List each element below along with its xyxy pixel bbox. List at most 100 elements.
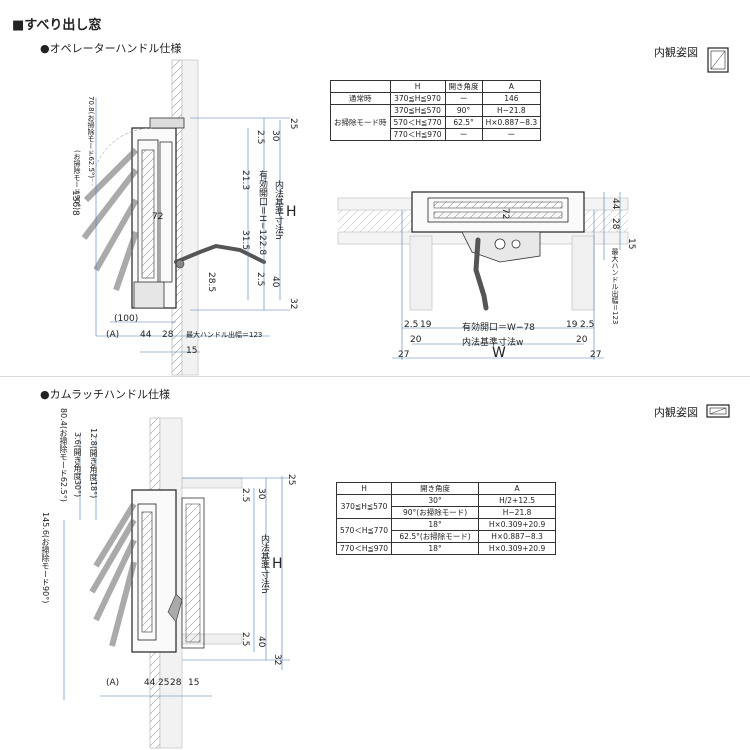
dim-2-5-b: 2.5 (580, 320, 595, 330)
table-cell: 770＜H≦970 (335, 542, 393, 555)
table-cell: H×0.887−8.3 (478, 530, 557, 543)
table-cell: H−21.8 (481, 104, 542, 117)
section-divider (0, 376, 750, 377)
dim-2-5-top: 2.5 (255, 130, 265, 145)
table-cell: 18° (391, 542, 480, 555)
dim-2-5-a: 2.5 (404, 320, 419, 330)
table-header-row: H 開き角度 A (335, 482, 557, 495)
label-H-cam: H (272, 556, 283, 572)
dim-44-cam: 44 (144, 678, 156, 688)
dim-2-5-top-cam: 2.5 (240, 488, 250, 503)
label-W: W (492, 345, 506, 361)
section1-heading: ●オペレーターハンドル仕様 (40, 42, 182, 55)
label-inner-dimension-h-cam: 内法基準寸法h (259, 534, 269, 594)
dim-72-left: 72 (152, 212, 164, 222)
dim-mode-625-cam: 80.4(お掃除モード62.5°) (59, 408, 68, 502)
dim-27-b: 27 (590, 350, 602, 360)
table-header-cell: 開き角度 (444, 80, 483, 93)
dim-28-right: 28 (610, 218, 620, 230)
table-cell: 90°(お掃除モード) (391, 506, 480, 519)
table-cell: 62.5° (444, 116, 483, 129)
section1-view-label: 内観姿図 (654, 46, 698, 59)
table-cell: H×0.309+20.9 (478, 542, 557, 555)
table-header-cell: 開き角度 (391, 482, 480, 495)
table-cell: 90° (444, 104, 483, 117)
dim-mode-90-cam: 145.6(お掃除モード90°) (41, 512, 50, 604)
table-row: お掃除モード時 370≦H≦570 90° H−21.8 (330, 104, 542, 141)
page-title: ■すべり出し窓 (12, 18, 102, 33)
table-cell: 30° (391, 494, 480, 507)
label-inner-dimension-w: 内法基準寸法w (462, 338, 524, 348)
dim-max-handle: 最大ハンドル出幅＝123 (186, 331, 263, 339)
table-header-cell: H (389, 80, 446, 93)
dim-open-18: 12.8(開き角度18°) (89, 428, 98, 499)
table-row: 370≦H≦570 30° H/2+12.5 (335, 494, 557, 519)
table-cell: 370≦H≦570 (389, 104, 446, 117)
dim-20-b: 20 (576, 335, 588, 345)
table-row: 570＜H≦770 18° H×0.309+20.9 (335, 518, 557, 543)
dim-28-cam: 28 (170, 678, 182, 688)
dim-100: (100) (114, 314, 139, 324)
table-cell: 570＜H≦770 (389, 116, 446, 129)
table-cell: ー (444, 92, 483, 105)
table-cell: H−21.8 (478, 506, 557, 519)
dim-a: (A) (106, 330, 120, 340)
table-row: 570＜H≦770 62.5° H×0.887−8.3 (331, 116, 542, 129)
section1-spec-table: H 開き角度 A 通常時 370≦H≦970 ー 146 お掃除モード時 370… (330, 80, 542, 141)
dim-open-30: 3.6(開き角度30°) (73, 432, 82, 498)
label-effective-opening-w: 有効開口＝W−78 (462, 323, 535, 333)
dim-15-right: 15 (626, 238, 636, 250)
dim-20-a: 20 (410, 335, 422, 345)
dim-mode-90: (お掃除モード90°) (73, 150, 81, 210)
table-row: 62.5°(お掃除モード) H×0.887−8.3 (337, 530, 557, 543)
section2-heading: ●カムラッチハンドル仕様 (40, 388, 171, 401)
table-cell: 146 (481, 92, 542, 105)
dim-32: 32 (288, 298, 298, 310)
table-cell: ー (481, 128, 542, 141)
table-row: 90°(お掃除モード) H−21.8 (337, 506, 557, 519)
table-row: 770＜H≦970 ー ー (331, 128, 542, 141)
table-cell: 18° (391, 518, 480, 531)
table-header-cell: A (478, 482, 557, 495)
table-cell: 370≦H≦970 (389, 92, 446, 105)
table-cell: 370≦H≦570 (335, 494, 393, 519)
dim-19-b: 19 (566, 320, 578, 330)
table-header-cell (330, 80, 391, 93)
table-cell: お掃除モード時 (330, 104, 391, 141)
dim-40: 40 (270, 276, 280, 288)
dim-21-3: 21.3 (240, 170, 250, 191)
table-cell: 62.5°(お掃除モード) (391, 530, 480, 543)
dim-mode-625: 70.8(お掃除モード62.5°) (87, 96, 95, 179)
table-cell: ー (444, 128, 483, 141)
table-cell: H/2+12.5 (478, 494, 557, 507)
table-header-cell: H (335, 482, 393, 495)
section2-spec-table: H 開き角度 A 370≦H≦570 30° H/2+12.5 90°(お掃除モ… (335, 482, 557, 555)
dim-28-5: 28.5 (206, 272, 216, 293)
dim-40-cam: 40 (256, 636, 266, 648)
dim-30-cam: 30 (256, 488, 266, 500)
table-cell: H×0.887−8.3 (481, 116, 542, 129)
table-header-row: H 開き角度 A (330, 80, 542, 93)
dim-72-right: 72 (500, 208, 510, 220)
section1-horizontal-section (337, 191, 629, 360)
dim-44-right: 44 (610, 198, 620, 210)
dim-15: 15 (186, 346, 198, 356)
dim-28: 28 (162, 330, 174, 340)
section2-view-label: 内観姿図 (654, 406, 698, 419)
dim-15-cam: 15 (188, 678, 200, 688)
table-cell: 770＜H≦970 (389, 128, 446, 141)
dim-32-cam: 32 (272, 654, 282, 666)
dim-2-5-bottom-cam: 2.5 (240, 632, 250, 647)
dim-25-cam: 25 (158, 678, 170, 688)
table-cell: 通常時 (330, 92, 391, 105)
dim-136-8: 136.8 (70, 190, 80, 216)
table-cell: 570＜H≦770 (335, 518, 393, 543)
dim-27-a: 27 (398, 350, 410, 360)
dim-44: 44 (140, 330, 152, 340)
dim-25-top-cam: 25 (286, 474, 296, 486)
window-elevation-icon (707, 47, 729, 73)
dim-max-handle-right: 最大ハンドル出幅＝123 (611, 248, 619, 325)
dim-25: 25 (288, 118, 298, 130)
dim-a-cam: (A) (106, 678, 120, 688)
